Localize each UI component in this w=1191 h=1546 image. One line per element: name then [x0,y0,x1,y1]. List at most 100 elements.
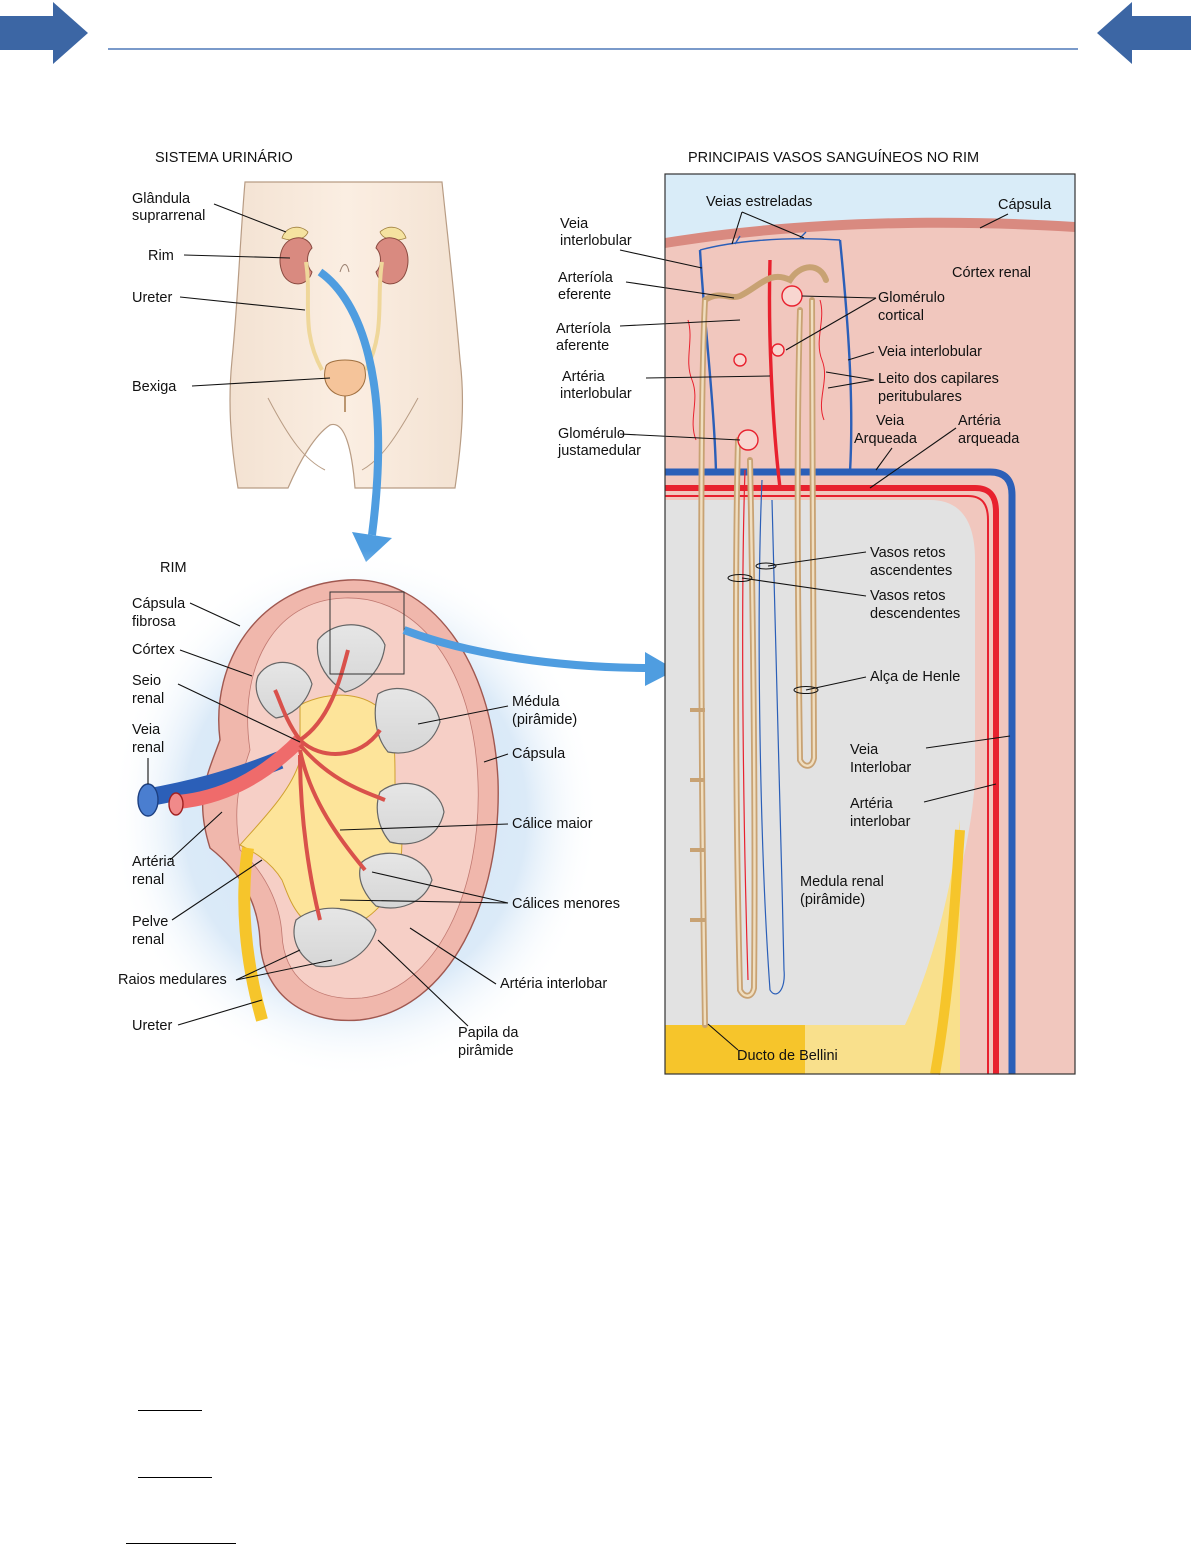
label-suprarrenal: suprarrenal [132,208,205,224]
pointer-rim [183,254,291,259]
label-veia-renal-1: Veia [132,722,161,738]
pointer-vasos-retos-desc [741,577,867,597]
navel-mark [339,264,350,273]
glomerulus-cortical [781,285,803,307]
pointer-seio [177,683,301,743]
glomerulus-small-1 [733,353,747,367]
pointer-bexiga [191,377,331,387]
arrow-right-icon[interactable] [0,2,88,64]
pelvis-line-right [361,397,419,471]
kidney-small-right [375,237,409,285]
pointer-arteria-interlobar-kidney [409,927,497,985]
kidney-title: RIM [160,560,187,576]
label-glomerulo-cortical-2: cortical [878,308,924,324]
pointer-raios-1 [235,949,301,981]
label-arteria-interlobular-2: interlobular [560,386,632,402]
label-arteria-interlobular-1: Artéria [562,369,606,385]
arrow-left-icon[interactable] [1097,2,1191,64]
label-veia-interlobular-out-2: interlobular [560,233,632,249]
label-arteria-arqueada-2: arqueada [958,431,1020,447]
vasa-recta-descending [742,469,749,981]
urinary-system-diagram: SISTEMA URINÁRIO Glândula suprarrenal Ri… [132,149,464,562]
flow-arrow-head-vessels [645,652,676,686]
pointer-estreladas-2 [741,211,805,239]
pointer-calice-maior [339,823,509,831]
label-glomerulo-justa-2: justamedular [557,443,641,459]
pointer-estreladas-1 [731,211,743,245]
label-glandula: Glândula [132,191,191,207]
label-capsula-fibrosa-1: Cápsula [132,596,186,612]
arcuate-artery-2 [665,495,989,1074]
header [0,2,1191,64]
label-vasos-retos-asc-2: ascendentes [870,563,952,579]
label-arteria-renal-2: renal [132,872,164,888]
label-capsula-fibrosa-2: fibrosa [132,614,176,630]
pyramids [255,624,445,968]
nephron-tubules-inner [700,299,816,1026]
label-calices-menores: Cálices menores [512,896,620,912]
label-arteria-interlobar-1: Artéria [850,796,894,812]
pointer-pelve [171,859,263,921]
label-arteriola-eferente-2: eferente [558,287,611,303]
urinary-system-title: SISTEMA URINÁRIO [155,149,293,166]
marker-vasos-retos [727,574,753,582]
label-glomerulo-cortical-1: Glomérulo [878,290,945,306]
pyramid-3 [374,687,441,754]
pyramid-5 [359,852,433,909]
label-alca-de-henle: Alça de Henle [870,669,960,685]
label-ureter-kidney: Ureter [132,1018,172,1034]
duct-side-branches [690,708,705,922]
label-bexiga: Bexiga [132,379,177,395]
label-pelve-1: Pelve [132,914,168,930]
pointer-veia-interlobar [925,735,1011,749]
label-veia-interlobar-2: Interlobar [850,760,911,776]
adrenal-gland-right [379,226,407,241]
pointer-vasos-retos-asc [767,551,867,567]
glomerulus-small-2 [771,343,785,357]
vasa-recta-ascending [758,479,785,995]
pointer-arteria-renal [169,811,223,861]
pointer-capsula-fibrosa [189,602,241,627]
bellini-duct-bottom [665,1025,805,1074]
pointer-glomerulo-cortical-1 [801,295,877,299]
label-seio-2: renal [132,691,164,707]
label-veia-interlobular-in: Veia interlobular [878,344,982,360]
label-ducto-bellini: Ducto de Bellini [737,1048,838,1064]
label-veia-arqueada-2: Arqueada [854,431,918,447]
pointer-raios-2 [235,959,333,981]
pointer-ducto-bellini [707,1023,739,1051]
pointer-arteria-interlobar [923,783,997,803]
label-arteriola-aferente-1: Arteríola [556,321,612,337]
torso-silhouette [229,181,464,489]
label-arteria-arqueada-1: Artéria [958,413,1002,429]
flow-arrow-to-vessels [402,626,653,672]
pointer-adrenal [213,203,287,233]
label-leito-1: Leito dos capilares [878,371,999,387]
blank-underline-1 [138,1410,202,1411]
label-vasos-retos-desc-2: descendentes [870,606,960,622]
pointer-calices-1 [371,871,509,904]
bladder [324,359,366,397]
blood-vessels-diagram: PRINCIPAIS VASOS SANGUÍNEOS NO RIM [556,149,1076,1075]
pointer-cortex [179,649,253,677]
interlobular-vein-1 [698,249,718,473]
label-seio-1: Seio [132,673,161,689]
label-medula-1: Médula [512,694,560,710]
flow-arrow-to-kidney [317,268,383,536]
label-cortex-renal: Córtex renal [952,265,1031,281]
glomerulus-juxtamedular [737,429,759,451]
label-arteriola-aferente-2: aferente [556,338,609,354]
label-medula-2: (pirâmide) [512,712,577,728]
pointer-papila [377,939,469,1027]
pointer-arteriola-eferente [625,281,735,299]
label-raios-medulares: Raios medulares [118,972,227,988]
label-arteria-interlobar-kidney: Artéria interlobar [500,976,607,992]
blank-underline-3 [126,1543,236,1544]
interlobar-branches [273,649,386,921]
pointer-ureter-kidney [177,999,263,1026]
label-vasos-retos-desc-1: Vasos retos [870,588,946,604]
pointer-capsula-kidney [483,753,509,763]
pointer-medula [417,705,509,725]
ureter-kidney [238,847,268,1022]
